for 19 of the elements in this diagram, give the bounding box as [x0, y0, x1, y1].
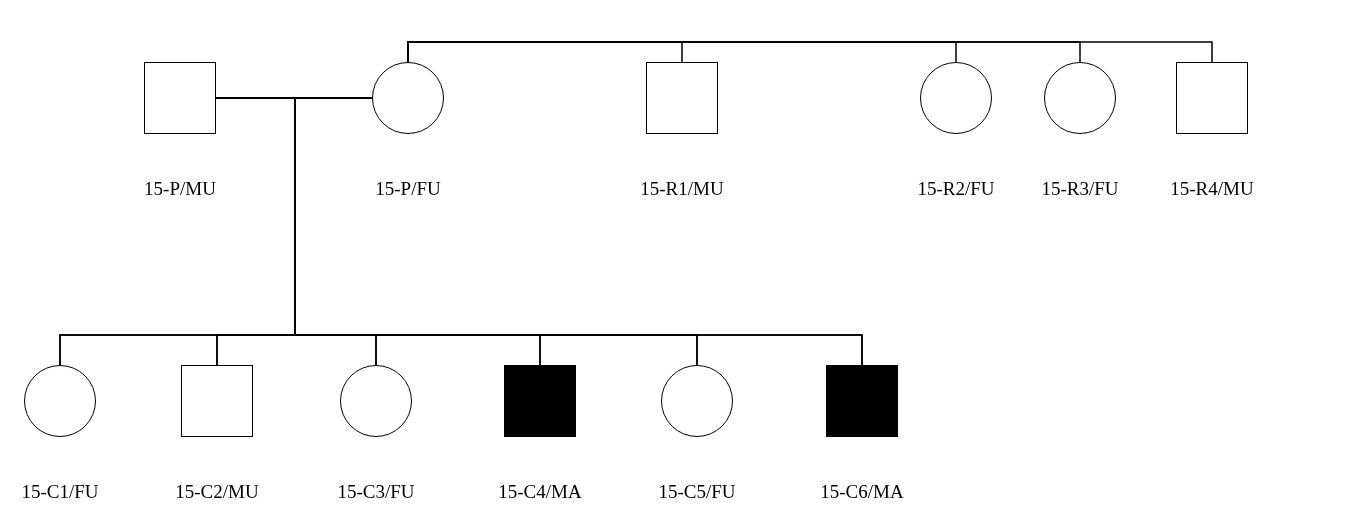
individual-label: 15-R4/MU — [1170, 178, 1254, 200]
individual-label: 15-P/FU — [375, 178, 441, 200]
individual-label: 15-C2/MU — [175, 481, 259, 503]
individual-label: 15-C5/FU — [658, 481, 736, 503]
male-square — [504, 365, 576, 437]
individual-label: 15-C4/MA — [498, 481, 582, 503]
male-square — [826, 365, 898, 437]
male-square — [181, 365, 253, 437]
individual-label: 15-P/MU — [144, 178, 216, 200]
sibling-line — [407, 41, 1213, 63]
male-square — [1176, 62, 1248, 134]
male-square — [144, 62, 216, 134]
male-square — [646, 62, 718, 134]
individual-label: 15-C3/FU — [337, 481, 415, 503]
individual-label: 15-R2/FU — [917, 178, 995, 200]
individual-label: 15-R3/FU — [1041, 178, 1119, 200]
individual-label: 15-C1/FU — [21, 481, 99, 503]
individual-label: 15-R1/MU — [640, 178, 724, 200]
individual-label: 15-C6/MA — [820, 481, 904, 503]
